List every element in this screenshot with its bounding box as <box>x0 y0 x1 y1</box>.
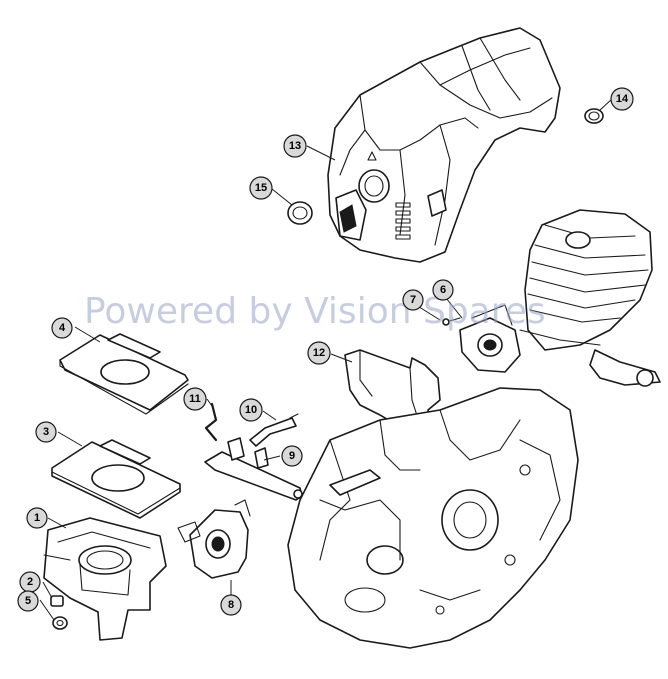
callout-label: 8 <box>228 599 234 611</box>
callout-label: 5 <box>25 595 31 607</box>
callout-label: 15 <box>255 182 267 194</box>
callout-10[interactable]: 10 <box>239 398 263 422</box>
crankcase-drawing <box>287 387 579 649</box>
callout-label: 6 <box>440 284 446 296</box>
callout-12[interactable]: 12 <box>307 341 331 365</box>
callout-9[interactable]: 9 <box>281 445 303 467</box>
callout-label: 13 <box>289 140 301 152</box>
carburetor-drawing <box>177 499 251 579</box>
callout-13[interactable]: 13 <box>283 134 307 158</box>
callout-6[interactable]: 6 <box>432 279 454 301</box>
callout-11[interactable]: 11 <box>183 387 207 411</box>
throttle-shaft-drawing <box>204 437 303 501</box>
callout-2[interactable]: 2 <box>19 571 41 593</box>
callout-15[interactable]: 15 <box>249 176 273 200</box>
lever-drawing <box>249 413 299 447</box>
rod-drawing <box>204 402 218 442</box>
shroud-drawing <box>327 27 561 263</box>
screw-drawing <box>442 317 461 326</box>
leader-lines <box>39 98 613 621</box>
callout-label: 4 <box>59 322 66 334</box>
callout-5[interactable]: 5 <box>17 590 39 612</box>
nut-2-drawing <box>50 595 64 607</box>
callout-7[interactable]: 7 <box>402 289 424 311</box>
intake-flange-drawing <box>459 304 521 373</box>
callout-label: 10 <box>245 404 257 416</box>
nut-5-drawing <box>52 616 68 630</box>
air-filter-base-drawing <box>43 517 167 641</box>
cylinder-drawing <box>519 209 661 387</box>
callout-label: 9 <box>289 450 295 462</box>
callout-14[interactable]: 14 <box>610 87 634 111</box>
callout-label: 2 <box>27 576 33 588</box>
watermark-text: Powered by Vision Spares <box>84 291 546 332</box>
callout-4[interactable]: 4 <box>51 317 73 339</box>
filter-plate-drawing <box>59 333 189 415</box>
callout-label: 14 <box>616 93 629 105</box>
filter-gasket-drawing <box>51 439 181 519</box>
grommet-drawing <box>584 108 604 124</box>
callout-label: 3 <box>43 426 49 438</box>
plug-drawing <box>287 201 313 225</box>
callout-8[interactable]: 8 <box>220 594 242 616</box>
callout-label: 11 <box>189 393 201 405</box>
callout-3[interactable]: 3 <box>35 421 57 443</box>
callout-label: 12 <box>313 347 325 359</box>
callout-1[interactable]: 1 <box>26 507 48 529</box>
callout-label: 7 <box>410 294 416 306</box>
callout-label: 1 <box>34 512 40 524</box>
